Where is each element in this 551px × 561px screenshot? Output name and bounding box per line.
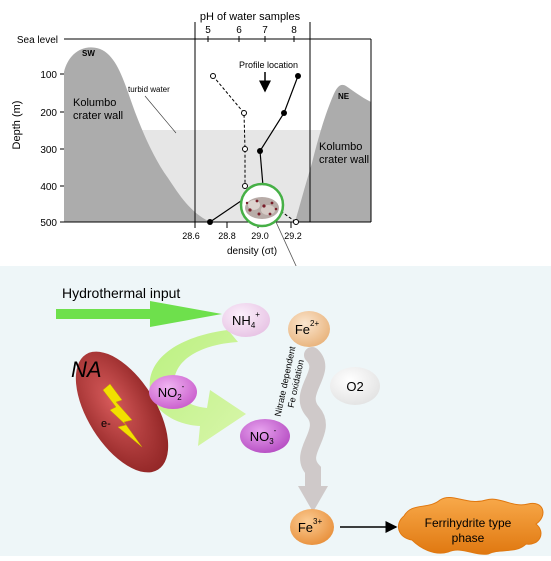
- depth-tick-label: 200: [40, 108, 57, 119]
- nitrification-arrow: [149, 330, 246, 446]
- density-point: [241, 110, 247, 116]
- density-tick-label: 29.0: [251, 231, 269, 241]
- sw-label: SW: [82, 49, 95, 58]
- nitrogen-iron-scheme: Hydrothermal input NA e- NH4+ Fe2+ NO2- …: [0, 266, 551, 556]
- depth-profile-panel: pH of water samples 5 6 7 8 Sea level 10…: [11, 11, 372, 269]
- ph-tick-label: 6: [236, 25, 242, 36]
- mat-highlight-circle: [239, 182, 285, 228]
- profile-location-label: Profile location: [239, 60, 298, 70]
- ne-label: NE: [338, 92, 350, 101]
- ph-tick-label: 8: [291, 25, 297, 36]
- right-crater-wall: [295, 84, 371, 222]
- svg-text:Fe3+: Fe3+: [298, 517, 323, 535]
- svg-text:NO2-: NO2-: [158, 382, 185, 402]
- ph-ticks: [207, 36, 295, 42]
- ph-tick-label: 7: [262, 25, 268, 36]
- density-tick-label: 28.6: [182, 231, 200, 241]
- zoom-leader-line: [275, 221, 298, 269]
- density-tick-label: 28.8: [218, 231, 236, 241]
- left-wall-label: Kolumbo: [73, 97, 116, 109]
- na-cell: NA e-: [71, 351, 169, 473]
- right-wall-label: Kolumbo: [319, 141, 362, 153]
- svg-text:Fe2+: Fe2+: [295, 319, 320, 337]
- depth-tick-label: 400: [40, 182, 57, 193]
- depth-ticks: [60, 73, 64, 223]
- nh4-node: NH4+: [222, 303, 270, 337]
- no2-node: NO2-: [149, 375, 197, 409]
- o2-node: O2: [330, 367, 380, 405]
- density-tick-label: 29.2: [284, 231, 302, 241]
- turbid-water-label: turbid water: [128, 85, 170, 94]
- product-label: Ferrihydrite type: [425, 516, 512, 530]
- microbial-mat-photo: [239, 182, 285, 228]
- fe3-node: Fe3+: [290, 509, 334, 545]
- o2-label: O2: [346, 379, 363, 394]
- depth-tick-label: Sea level: [17, 35, 58, 46]
- hydrothermal-input-label: Hydrothermal input: [62, 285, 180, 301]
- ph-point: [257, 148, 263, 154]
- depth-tick-label: 300: [40, 145, 57, 156]
- ph-point: [207, 219, 213, 225]
- na-label: NA: [71, 357, 102, 382]
- right-wall-label: crater wall: [319, 154, 369, 166]
- density-point: [210, 73, 216, 79]
- density-point: [242, 146, 248, 152]
- no3-node: NO3-: [240, 419, 290, 453]
- svg-text:NO3-: NO3-: [250, 426, 277, 446]
- depth-axis-title: Depth (m): [11, 101, 23, 150]
- turbid-leader-line: [144, 95, 177, 134]
- left-wall-label: crater wall: [73, 110, 123, 122]
- depth-tick-label: 100: [40, 70, 57, 81]
- product-label: phase: [452, 531, 485, 545]
- density-point: [293, 219, 299, 225]
- depth-tick-label: 500: [40, 218, 57, 229]
- ph-point: [281, 110, 287, 116]
- electron-label: e-: [101, 418, 111, 430]
- fe-oxidation-arrow-head: [298, 486, 328, 512]
- left-crater-wall: [64, 47, 210, 222]
- density-point: [242, 183, 248, 189]
- ferrihydrite-product-shape: [397, 496, 544, 555]
- ph-axis-title: pH of water samples: [200, 11, 301, 23]
- density-axis-title: density (σt): [227, 246, 277, 257]
- ph-point: [295, 73, 301, 79]
- hydrothermal-input-arrow: [56, 301, 222, 327]
- ph-tick-label: 5: [205, 25, 211, 36]
- lightning-bolt-icon: [102, 383, 143, 448]
- fe2-node: Fe2+: [288, 311, 330, 347]
- fe-oxidation-arrow-body: [299, 347, 326, 496]
- svg-text:NH4+: NH4+: [232, 310, 260, 330]
